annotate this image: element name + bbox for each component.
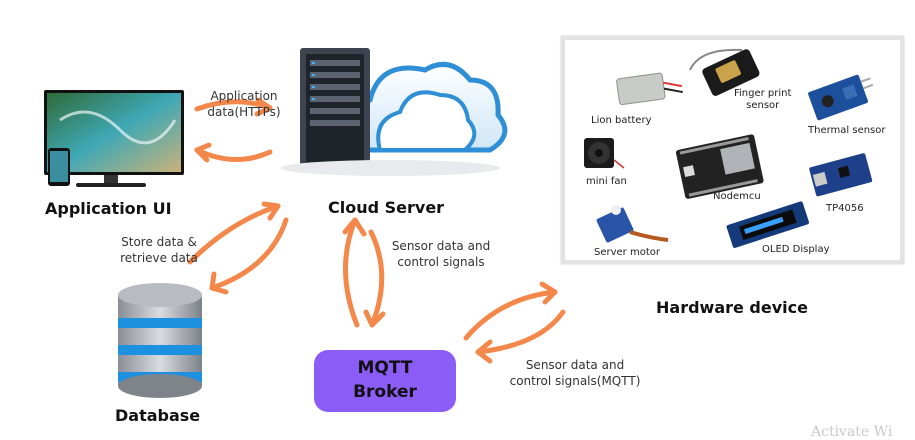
mini-fan-icon [584, 138, 625, 169]
oled-display-label: OLED Display [762, 244, 830, 255]
mqtt-broker-label-line2: Broker [353, 382, 417, 402]
edge-label-app-cloud-line2: data(HTTPs) [207, 105, 281, 120]
database-icon [118, 283, 202, 398]
oled-display-icon [726, 201, 810, 248]
mqtt-broker-box: MQTT Broker [314, 350, 456, 412]
monitor-icon [44, 90, 184, 187]
mini-fan-label: mini fan [586, 176, 627, 187]
tp4056-icon [809, 153, 873, 197]
fingerprint-sensor-label-line2: sensor [746, 100, 780, 111]
arrow-cloud-to-mqtt [368, 229, 385, 328]
edge-label-hw-mqtt-line1: Sensor data and [525, 358, 625, 372]
edge-label-app-cloud: Application data(HTTPs) [196, 88, 292, 120]
cloud-server-label: Cloud Server [328, 198, 445, 217]
tp4056-label: TP4056 [826, 203, 864, 214]
application-ui-label: Application UI [45, 199, 172, 218]
nodemcu-icon [675, 134, 764, 199]
nodemcu-label: Nodemcu [713, 191, 761, 202]
battery-icon [616, 72, 683, 106]
edge-label-db: Store data & retrieve data [111, 234, 207, 266]
thermal-sensor-icon [808, 74, 874, 121]
edge-label-cloud-mqtt-line1: Sensor data and [391, 239, 491, 253]
edge-label-cloud-mqtt-line2: control signals [397, 255, 485, 270]
arrow-db-to-cloud [187, 203, 281, 265]
cloud-server-icon [280, 48, 508, 176]
arrow-mqtt-to-cloud [342, 217, 360, 328]
edge-label-hw-mqtt-line2: control signals(MQTT) [509, 374, 641, 389]
edge-label-app-cloud-line1: Application [210, 89, 278, 103]
database-label: Database [115, 406, 201, 425]
server-motor-label: Server motor [594, 247, 660, 258]
hardware-device-label: Hardware device [656, 298, 808, 317]
watermark-text: Activate Wi [811, 424, 893, 440]
arrow-cloud-to-app [194, 147, 273, 163]
lion-battery-label: Lion battery [591, 115, 652, 126]
edge-label-hw-mqtt: Sensor data and control signals(MQTT) [500, 357, 650, 389]
edge-label-db-line2: retrieve data [120, 251, 198, 266]
fingerprint-sensor-label-line1: Finger print [734, 88, 792, 99]
thermal-sensor-label: Thermal sensor [808, 125, 886, 136]
servo-motor-icon [596, 205, 669, 243]
edge-label-cloud-mqtt: Sensor data and control signals [385, 238, 497, 270]
mqtt-broker-label-line1: MQTT [357, 358, 413, 379]
arrow-hardware-to-mqtt [475, 309, 566, 355]
arrow-cloud-to-db [209, 217, 289, 291]
fingerprint-sensor-label: Finger print sensor [734, 88, 791, 112]
fingerprint-sensor-icon [689, 48, 760, 96]
edge-label-db-line1: Store data & [121, 235, 197, 249]
arrow-mqtt-to-hardware [463, 289, 558, 341]
